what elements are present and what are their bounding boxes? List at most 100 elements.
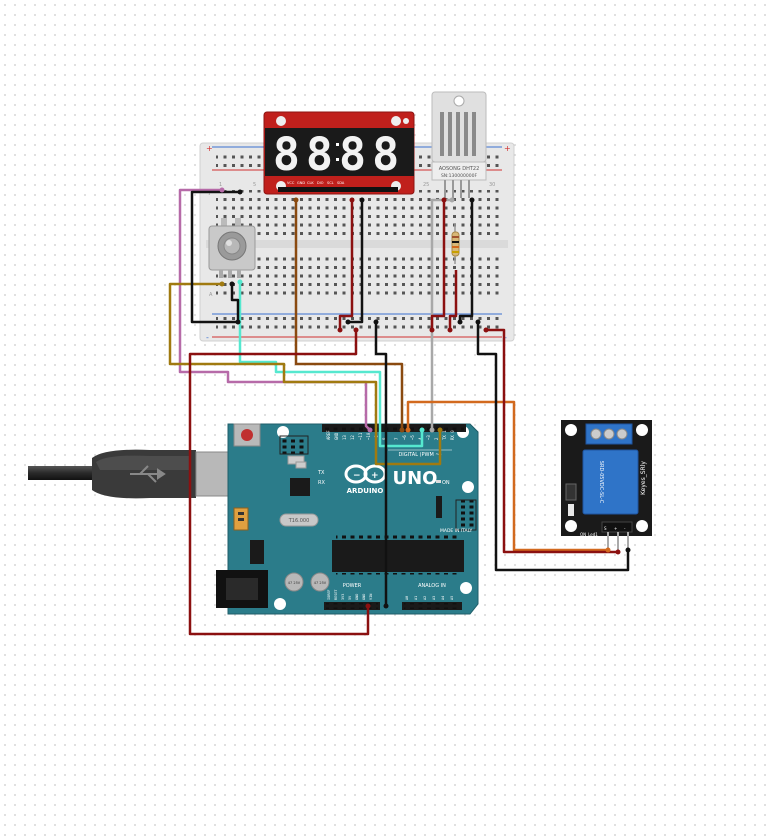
center-channel xyxy=(206,240,508,248)
svg-text:GND: GND xyxy=(334,432,339,440)
svg-text:+: + xyxy=(504,144,511,153)
col-label: 5 xyxy=(253,182,256,188)
icsp-header-2 xyxy=(455,499,477,531)
svg-text:VCC: VCC xyxy=(287,181,295,185)
wire-brown[interactable] xyxy=(294,200,404,430)
capacitor-2 xyxy=(310,572,330,592)
wire-red-relay[interactable] xyxy=(486,328,618,554)
wire-black-sensor[interactable] xyxy=(458,200,474,322)
reset-button-cap[interactable] xyxy=(241,429,253,441)
svg-text:+: + xyxy=(614,526,617,531)
sensor-grille xyxy=(440,112,476,156)
svg-text:~3: ~3 xyxy=(426,435,431,440)
svg-text:RESET: RESET xyxy=(334,589,338,600)
svg-text:-: - xyxy=(624,526,626,531)
made-in-label: MADE IN ITALY xyxy=(440,528,473,534)
display-pin-labels: VCC GND CLK DIO SCL SDA xyxy=(287,181,345,185)
svg-text:TX 1: TX 1 xyxy=(442,430,447,440)
svg-text:~11: ~11 xyxy=(358,432,363,440)
sensor-serial: SN:130000000F xyxy=(441,173,478,179)
svg-text:AREF: AREF xyxy=(326,430,331,440)
wire-orange-relay[interactable] xyxy=(406,400,608,552)
svg-text:A2: A2 xyxy=(423,596,427,600)
resistor[interactable] xyxy=(451,224,460,264)
on-label: ON xyxy=(442,480,450,486)
relay-side-label: Keyes_SRly xyxy=(640,461,647,495)
relay-coil-label: SRD-05VDC-SL-C xyxy=(598,461,604,504)
svg-text:-: - xyxy=(206,333,209,342)
svg-text:A5: A5 xyxy=(450,596,454,600)
wire-purple[interactable] xyxy=(178,188,371,431)
wire-gold[interactable] xyxy=(168,282,442,466)
power-label: POWER xyxy=(343,583,362,589)
svg-text:5V: 5V xyxy=(348,595,352,600)
usb-icon xyxy=(130,465,166,483)
svg-text:~10: ~10 xyxy=(366,432,371,440)
power-pin-labels: IOREF RESET 3V3 5V GND GND VIN xyxy=(327,589,373,600)
wire-black-relay[interactable] xyxy=(476,322,630,572)
svg-text:2: 2 xyxy=(434,437,439,440)
bottom-terminal-strip xyxy=(216,252,500,298)
display-face xyxy=(265,128,414,176)
svg-text:A1: A1 xyxy=(414,596,418,600)
svg-text:VIN: VIN xyxy=(369,594,373,600)
col-label: 1 xyxy=(219,182,222,188)
svg-text:DIO: DIO xyxy=(317,181,324,185)
relay-coil xyxy=(582,449,639,515)
col-label: 30 xyxy=(489,182,495,188)
svg-text:SCL: SCL xyxy=(327,181,334,185)
wire-red-sensor[interactable] xyxy=(430,200,446,330)
svg-text:IOREF: IOREF xyxy=(327,589,331,600)
svg-text:SDA: SDA xyxy=(337,181,345,185)
svg-text:A: A xyxy=(209,292,213,298)
svg-text:~5: ~5 xyxy=(410,435,415,440)
display-digits: 8888 xyxy=(273,128,405,181)
wire-endpoints xyxy=(219,187,631,609)
wire-red-power-loop[interactable] xyxy=(188,330,370,636)
relay-module[interactable]: SRD-05VDC-SL-C Keyes_SRly ON_Led1 S + - xyxy=(561,420,652,550)
svg-text:7: 7 xyxy=(394,437,399,440)
model-name: UNO xyxy=(393,468,438,489)
display-header-pins xyxy=(278,187,398,192)
on-led xyxy=(436,480,441,483)
svg-text:CLK: CLK xyxy=(307,181,314,185)
svg-text:GND: GND xyxy=(362,594,366,600)
brand-name: ARDUINO xyxy=(347,487,384,495)
wire-black-gnd[interactable] xyxy=(374,322,388,606)
svg-text:3V3: 3V3 xyxy=(341,594,345,600)
svg-text:A0: A0 xyxy=(405,596,409,600)
rotary-encoder[interactable] xyxy=(208,218,256,278)
wire-black-display[interactable] xyxy=(348,200,364,324)
svg-text:S: S xyxy=(604,526,607,531)
usb-chip xyxy=(290,478,310,496)
svg-text:~6: ~6 xyxy=(402,435,407,440)
wire-red-display[interactable] xyxy=(338,200,354,330)
svg-text:47 25V: 47 25V xyxy=(314,581,327,585)
tx-label: TX xyxy=(317,470,325,476)
wire-red-sensor-2[interactable] xyxy=(448,270,458,330)
dht22-sensor[interactable]: AOSONG DHT22 SN:130000000F xyxy=(431,91,487,198)
svg-text:T16.000: T16.000 xyxy=(288,518,310,524)
svg-text:A3: A3 xyxy=(432,596,436,600)
analog-label: ANALOG IN xyxy=(418,583,446,589)
svg-text:A4: A4 xyxy=(441,596,445,600)
svg-text:13: 13 xyxy=(342,435,347,440)
svg-text:47 25V: 47 25V xyxy=(288,581,301,585)
svg-text:12: 12 xyxy=(350,435,355,440)
arduino-uno[interactable]: AREF GND 13 12 ~11 ~10 ~9 8 7 ~6 ~5 4 ~3… xyxy=(216,423,479,615)
bottom-power-rail xyxy=(216,317,500,334)
col-label: 25 xyxy=(423,182,429,188)
usb-cable-wire xyxy=(28,466,98,480)
seven-segment-display[interactable]: 8888 VCC GND CLK DIO SCL SDA xyxy=(263,111,415,195)
relay-led-label: ON_Led1 xyxy=(580,532,598,537)
usb-cable[interactable] xyxy=(28,449,237,499)
svg-text:-: - xyxy=(504,333,507,342)
svg-text:RX 0: RX 0 xyxy=(450,430,455,440)
svg-text:GND: GND xyxy=(297,181,305,185)
icsp-header xyxy=(279,435,309,455)
rx-label: RX xyxy=(318,480,325,486)
digital-label: DIGITAL (PWM ~) xyxy=(398,452,441,458)
svg-text:−: − xyxy=(353,471,361,481)
wire-cyan[interactable] xyxy=(238,282,424,448)
